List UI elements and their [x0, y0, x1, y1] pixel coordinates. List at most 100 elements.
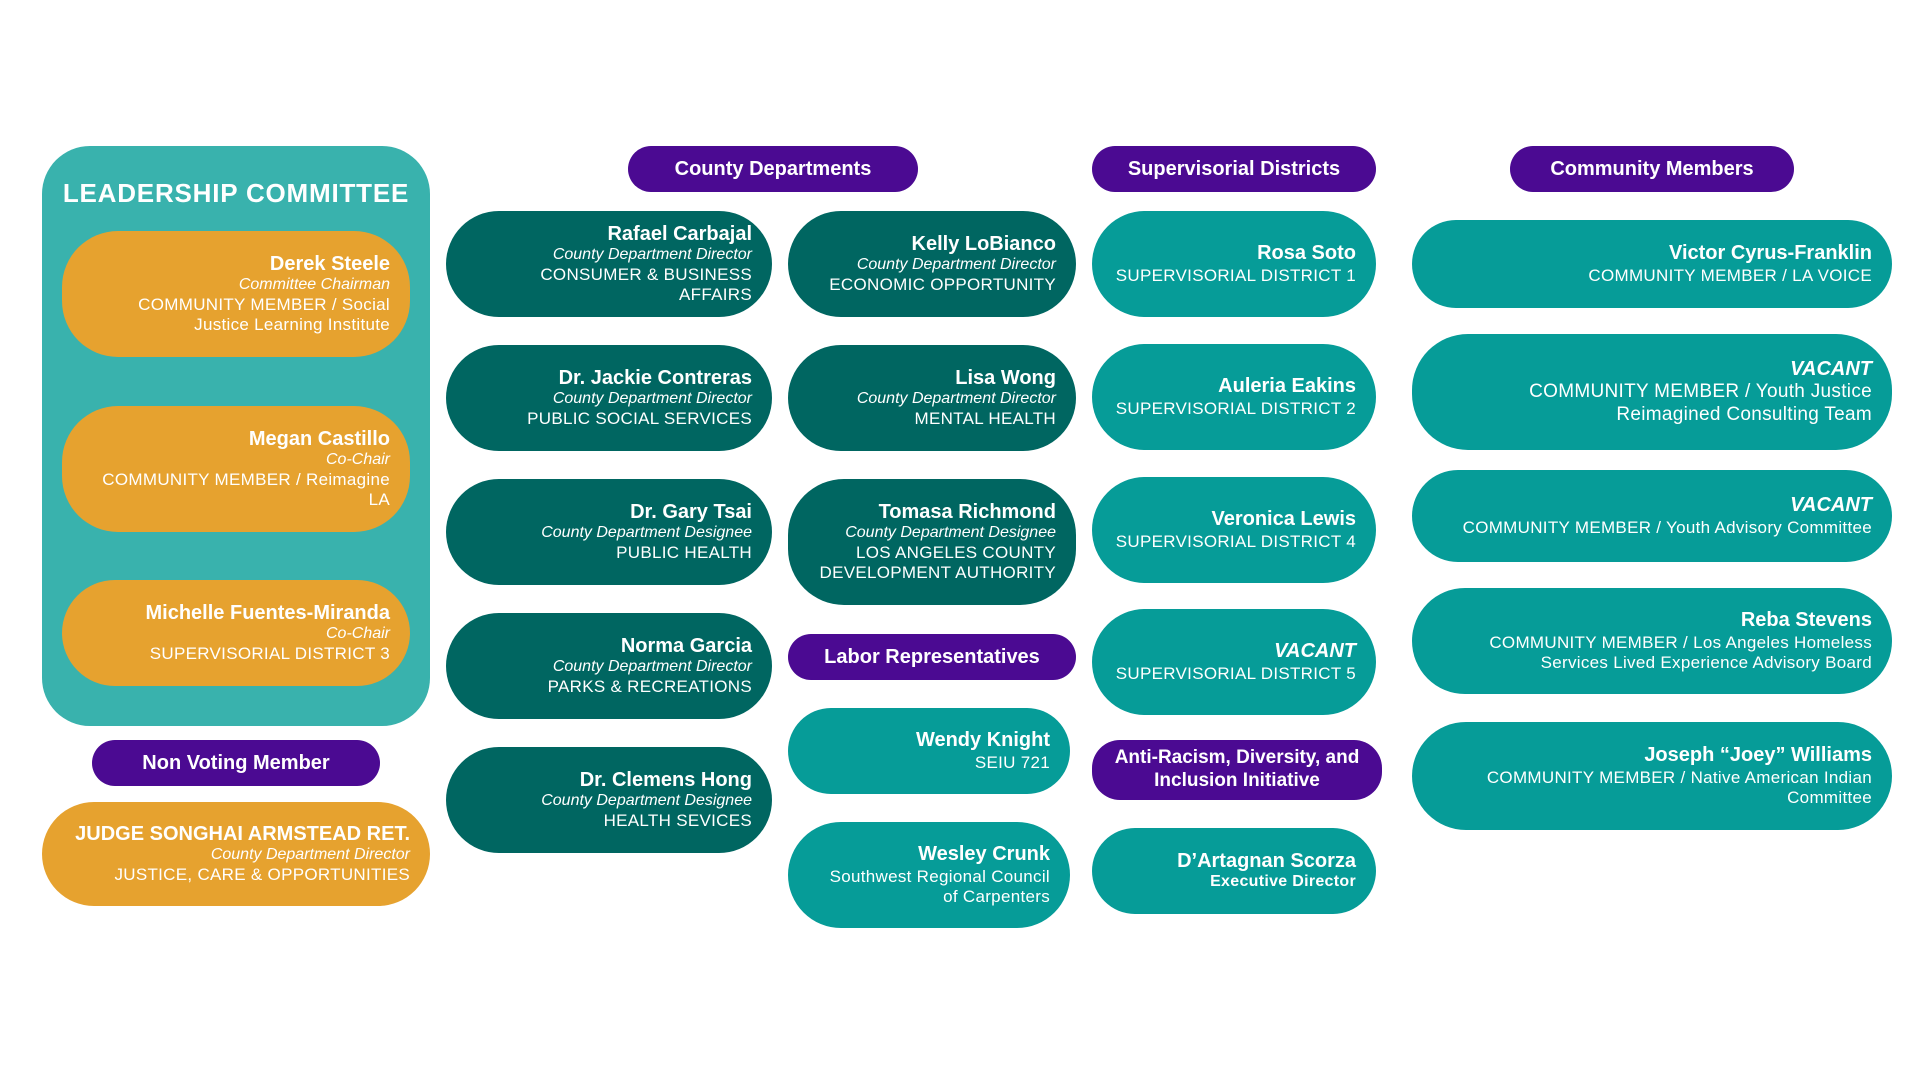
member-name: D’Artagnan Scorza	[1177, 849, 1356, 872]
community-member-card: VACANT COMMUNITY MEMBER / Youth Justice …	[1412, 334, 1892, 450]
non-voting-header: Non Voting Member	[92, 740, 380, 786]
community-member-card: Joseph “Joey” Williams COMMUNITY MEMBER …	[1412, 722, 1892, 830]
member-org: LA	[368, 490, 390, 510]
member-role: County Department Director	[552, 390, 752, 408]
member-role: County Department Designee	[845, 524, 1056, 542]
member-org: COMMUNITY MEMBER / Los Angeles Homeless	[1489, 632, 1872, 652]
member-role: County Department Director	[552, 658, 752, 676]
district-member-card: VACANT SUPERVISORIAL DISTRICT 5	[1092, 609, 1376, 715]
member-org: DEVELOPMENT AUTHORITY	[819, 563, 1056, 583]
member-role: Co-Chair	[325, 625, 390, 643]
member-org: PARKS & RECREATIONS	[547, 677, 752, 697]
member-name: Tomasa Richmond	[878, 500, 1056, 523]
member-name: Reba Stevens	[1740, 609, 1872, 632]
labor-representatives-header: Labor Representatives	[788, 634, 1076, 680]
member-name: Rafael Carbajal	[607, 222, 752, 245]
member-name: Auleria Eakins	[1218, 375, 1356, 398]
member-org: of Carpenters	[943, 886, 1050, 906]
member-role: County Department Director	[856, 390, 1056, 408]
member-name: VACANT	[1790, 494, 1872, 517]
county-member-card: Lisa Wong County Department Director MEN…	[788, 345, 1076, 451]
header-line: Inclusion Initiative	[1154, 770, 1320, 791]
member-org: PUBLIC HEALTH	[616, 543, 752, 563]
community-members-header: Community Members	[1510, 146, 1794, 192]
county-member-card: Rafael Carbajal County Department Direct…	[446, 211, 772, 317]
labor-member-card: Wendy Knight SEIU 721	[788, 708, 1070, 794]
district-member-card: Rosa Soto SUPERVISORIAL DISTRICT 1	[1092, 211, 1376, 317]
member-name: Rosa Soto	[1257, 242, 1356, 265]
member-org: PUBLIC SOCIAL SERVICES	[527, 409, 752, 429]
member-org: SUPERVISORIAL DISTRICT 5	[1115, 663, 1356, 683]
member-name: Norma Garcia	[620, 634, 752, 657]
member-name: Derek Steele	[269, 252, 390, 275]
member-org: SEIU 721	[974, 752, 1050, 772]
member-name: Dr. Gary Tsai	[630, 500, 752, 523]
member-org: CONSUMER & BUSINESS AFFAIRS	[540, 265, 752, 305]
county-member-card: Dr. Jackie Contreras County Department D…	[446, 345, 772, 451]
member-name: JUDGE SONGHAI ARMSTEAD RET.	[75, 822, 410, 845]
county-member-card: Tomasa Richmond County Department Design…	[788, 479, 1076, 605]
member-org: SUPERVISORIAL DISTRICT 4	[1115, 531, 1356, 551]
community-member-card: Victor Cyrus-Franklin COMMUNITY MEMBER /…	[1412, 220, 1892, 308]
member-org: Southwest Regional Council	[829, 866, 1050, 886]
member-name: Veronica Lewis	[1211, 508, 1356, 531]
member-role: Co-Chair	[325, 451, 390, 469]
member-org: SUPERVISORIAL DISTRICT 3	[149, 644, 390, 664]
member-org: COMMUNITY MEMBER / Youth Advisory Commit…	[1462, 517, 1872, 537]
member-org: SUPERVISORIAL DISTRICT 2	[1115, 398, 1356, 418]
district-member-card: Auleria Eakins SUPERVISORIAL DISTRICT 2	[1092, 344, 1376, 450]
district-member-card: Veronica Lewis SUPERVISORIAL DISTRICT 4	[1092, 477, 1376, 583]
member-org: COMMUNITY MEMBER / Reimagine	[102, 470, 390, 490]
member-name: Victor Cyrus-Franklin	[1668, 242, 1872, 265]
member-org: JUSTICE, CARE & OPPORTUNITIES	[114, 865, 410, 885]
member-org: COMMUNITY MEMBER / Native American India…	[1486, 767, 1872, 787]
member-role: County Department Director	[552, 246, 752, 264]
member-name: Wendy Knight	[915, 729, 1050, 752]
member-org: COMMUNITY MEMBER / LA VOICE	[1588, 265, 1872, 285]
community-member-card: VACANT COMMUNITY MEMBER / Youth Advisory…	[1412, 470, 1892, 562]
member-name: Dr. Clemens Hong	[579, 768, 752, 791]
anti-racism-member-card: D’Artagnan Scorza Executive Director	[1092, 828, 1376, 914]
member-org: Reimagined Consulting Team	[1616, 403, 1872, 425]
member-name: VACANT	[1274, 640, 1356, 663]
leadership-member-card: Megan Castillo Co-Chair COMMUNITY MEMBER…	[62, 406, 410, 532]
member-name: Lisa Wong	[955, 366, 1056, 389]
member-name: VACANT	[1790, 357, 1872, 380]
leadership-committee-title: LEADERSHIP COMMITTEE	[62, 178, 410, 208]
member-role: Committee Chairman	[238, 276, 390, 294]
county-member-card: Kelly LoBianco County Department Directo…	[788, 211, 1076, 317]
member-role: County Department Designee	[541, 792, 752, 810]
header-line: Anti-Racism, Diversity, and	[1114, 747, 1360, 769]
member-org: MENTAL HEALTH	[914, 409, 1056, 429]
member-role: County Department Designee	[541, 524, 752, 542]
member-org: COMMUNITY MEMBER / Youth Justice	[1529, 381, 1872, 403]
member-org: SUPERVISORIAL DISTRICT 1	[1115, 265, 1356, 285]
county-member-card: Dr. Gary Tsai County Department Designee…	[446, 479, 772, 585]
member-role: County Department Director	[210, 846, 410, 864]
county-departments-header: County Departments	[628, 146, 918, 192]
member-name: Megan Castillo	[248, 427, 390, 450]
member-org: Committee	[1787, 787, 1872, 807]
member-org: Justice Learning Institute	[194, 315, 390, 335]
member-org: ECONOMIC OPPORTUNITY	[829, 275, 1056, 295]
member-org: Services Lived Experience Advisory Board	[1540, 652, 1872, 672]
member-name: Dr. Jackie Contreras	[558, 366, 752, 389]
labor-member-card: Wesley Crunk Southwest Regional Council …	[788, 822, 1070, 928]
member-name: Joseph “Joey” Williams	[1644, 744, 1872, 767]
anti-racism-header: Anti-Racism, Diversity, and Inclusion In…	[1092, 740, 1382, 800]
member-role: Executive Director	[1210, 873, 1356, 891]
county-member-card: Dr. Clemens Hong County Department Desig…	[446, 747, 772, 853]
member-name: Kelly LoBianco	[911, 232, 1056, 255]
member-org: HEALTH SEVICES	[603, 811, 752, 831]
member-org: COMMUNITY MEMBER / Social	[138, 295, 390, 315]
leadership-member-card: Michelle Fuentes-Miranda Co-Chair SUPERV…	[62, 580, 410, 686]
supervisorial-districts-header: Supervisorial Districts	[1092, 146, 1376, 192]
member-role: County Department Director	[856, 256, 1056, 274]
non-voting-member-card: JUDGE SONGHAI ARMSTEAD RET. County Depar…	[42, 802, 430, 906]
member-org: LOS ANGELES COUNTY	[855, 543, 1056, 563]
member-name: Wesley Crunk	[918, 843, 1050, 866]
member-name: Michelle Fuentes-Miranda	[145, 601, 391, 624]
county-member-card: Norma Garcia County Department Director …	[446, 613, 772, 719]
community-member-card: Reba Stevens COMMUNITY MEMBER / Los Ange…	[1412, 588, 1892, 694]
leadership-member-card: Derek Steele Committee Chairman COMMUNIT…	[62, 231, 410, 357]
